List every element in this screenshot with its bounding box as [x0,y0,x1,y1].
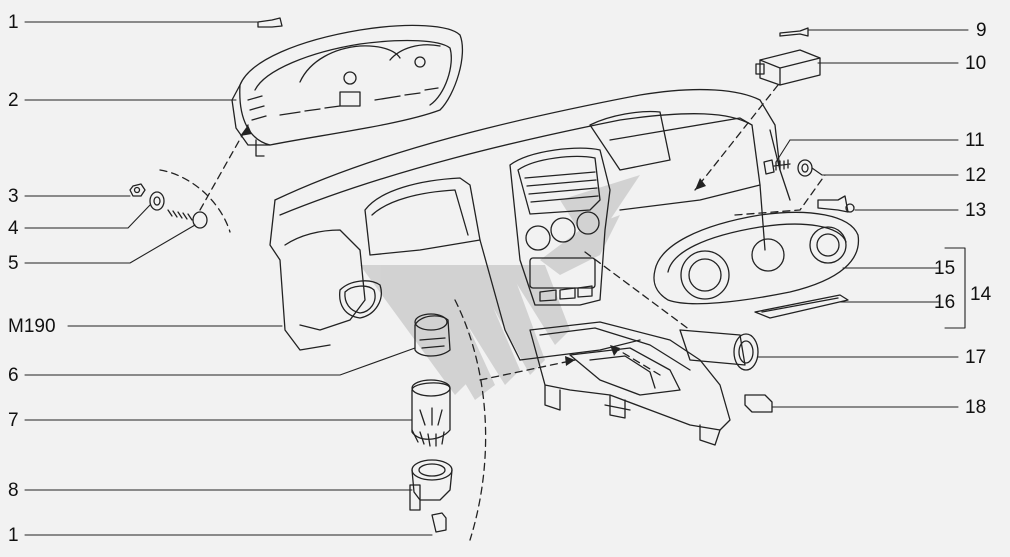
lighter-part-8 [409,459,453,511]
label-part-1-top: 1 [8,12,19,33]
label-part-6: 6 [8,365,19,386]
heater-control-panel [653,211,860,319]
leader-lines [24,21,969,536]
label-part-10: 10 [965,53,987,74]
screw-11 [763,159,791,175]
lamp-13 [817,195,855,213]
clip-12 [797,159,813,177]
dashboard-panel [269,88,791,361]
instrument-cluster [231,24,464,157]
label-part-2: 2 [8,90,19,111]
bulb-part-9 [779,27,809,37]
bulb-part-1-bottom [431,512,447,533]
label-part-4: 4 [8,218,19,239]
switch-block-10 [755,49,821,86]
label-part-8: 8 [8,480,19,501]
nut-3 [129,183,146,197]
cover-18 [744,394,773,413]
label-part-5: 5 [8,253,19,274]
watermark-logo [360,175,640,400]
center-console [529,321,731,446]
label-part-11: 11 [965,130,985,151]
label-part-12: 12 [965,165,987,186]
label-part-3: 3 [8,186,19,207]
label-part-15: 15 [934,258,956,279]
spring-5 [167,209,208,229]
lighter-part-7 [411,379,451,447]
label-part-18: 18 [965,397,987,418]
washer-4 [149,191,165,211]
label-part-1-bottom: 1 [8,525,19,546]
arrow-heads [240,125,706,366]
label-part-17: 17 [965,347,987,368]
lighter-17 [679,329,759,371]
label-part-13: 13 [965,200,987,221]
bulb-part-1-top [257,17,283,28]
assembly-arrows [159,84,826,541]
label-part-16: 16 [934,292,956,313]
label-part-9: 9 [976,20,987,41]
lighter-part-6 [414,313,451,357]
label-m190: M190 [8,316,56,337]
label-part-7: 7 [8,410,19,431]
label-part-14: 14 [970,284,992,305]
